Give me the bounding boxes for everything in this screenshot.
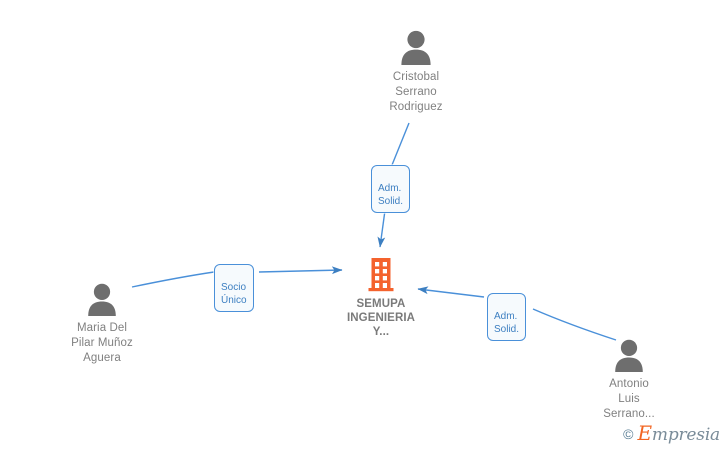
edge-label-adm-solid-top-text: Adm. Solid. [378,183,404,207]
copyright-icon: © [623,425,634,442]
edge-label-socio-unico-text: Socio Único [221,282,247,306]
person-icon [32,281,172,317]
person-icon [559,337,699,373]
edge-label-adm-solid-right[interactable]: Adm. Solid. [487,293,527,341]
edge-label-adm-solid-right-text: Adm. Solid. [494,311,520,335]
node-label-cristobal: Cristobal Serrano Rodriguez [389,71,443,113]
empresia-watermark: © Empresia [623,423,720,444]
node-label-maria: Maria Del Pilar Muñoz Aguera [71,322,133,364]
building-icon [311,257,451,293]
empresia-logo: Empresia [638,423,721,444]
node-company-semupa[interactable]: SEMUPA INGENIERIA Y... [311,257,451,339]
empresia-logo-rest: mpresia [651,425,720,445]
empresia-logo-capital: E [637,421,653,445]
node-person-maria[interactable]: Maria Del Pilar Muñoz Aguera [32,281,172,366]
node-person-antonio[interactable]: Antonio Luis Serrano... [559,337,699,422]
node-person-cristobal[interactable]: Cristobal Serrano Rodriguez [346,28,486,115]
person-icon [346,28,486,66]
edge-label-socio-unico[interactable]: Socio Único [214,264,254,312]
node-label-semupa: SEMUPA INGENIERIA Y... [346,298,416,338]
edge-label-adm-solid-top[interactable]: Adm. Solid. [371,165,411,213]
edge-antonio-to-label [532,308,617,341]
node-label-antonio: Antonio Luis Serrano... [603,378,655,420]
edge-cristobal-to-label [391,122,410,166]
